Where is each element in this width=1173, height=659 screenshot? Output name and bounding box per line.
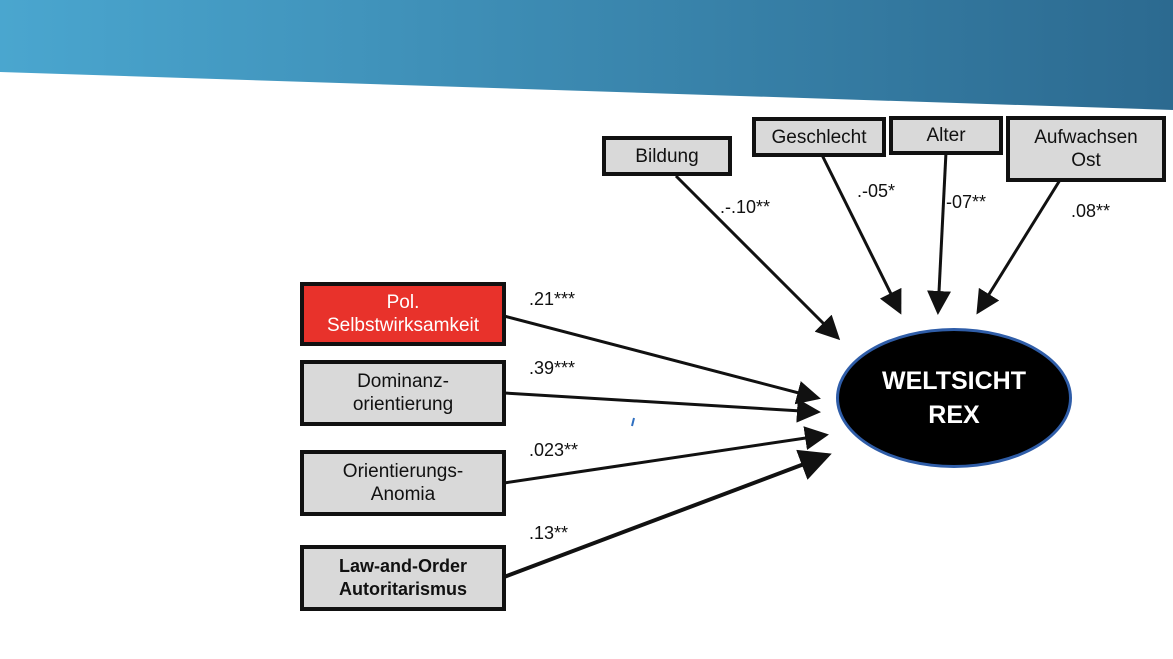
control-box-bildung: Bildung (602, 136, 732, 176)
arrow-alter (927, 151, 952, 315)
outcome-line-2: REX (928, 401, 980, 429)
tiny-blue-mark (631, 417, 635, 427)
coef-bildung: .-.10** (720, 197, 771, 217)
arrow-pol-selbstwirksamkeit (503, 314, 821, 405)
predictor-box-pol-selbstwirksamkeit: Pol. Selbstwirksamkeit (300, 282, 506, 346)
coef-dominanzorientierung: .39*** (529, 358, 576, 378)
arrow-law-and-order (503, 449, 832, 579)
coef-law-and-order: .13** (529, 523, 569, 543)
coef-aufwachsen-ost: .08** (1071, 201, 1111, 221)
outcome-line-1: WELTSICHT (882, 367, 1026, 395)
coef-pol-selbstwirksamkeit: .21*** (529, 289, 576, 309)
control-box-alter: Alter (889, 116, 1003, 155)
control-box-geschlecht: Geschlecht (752, 117, 886, 157)
predictor-box-orientierungs-anomia: Orientierungs- Anomia (300, 450, 506, 516)
predictor-box-law-and-order: Law-and-Order Autoritarismus (300, 545, 506, 611)
arrow-geschlecht (820, 154, 902, 315)
outcome-node-weltsicht-rex: WELTSICHT REX (836, 328, 1072, 468)
control-box-aufwachsen-ost: Aufwachsen Ost (1006, 116, 1166, 182)
arrow-dominanzorientierung (503, 391, 821, 423)
header-banner (0, 0, 1173, 110)
predictor-box-dominanzorientierung: Dominanz- orientierung (300, 360, 506, 426)
arrow-aufwachsen-ost (976, 179, 1062, 315)
arrow-bildung (674, 174, 841, 341)
arrow-orientierungs-anomia (503, 426, 829, 485)
coef-orientierungs-anomia: .023** (529, 440, 579, 460)
coef-alter: -07** (946, 192, 987, 212)
coef-geschlecht: .-05* (857, 181, 896, 201)
